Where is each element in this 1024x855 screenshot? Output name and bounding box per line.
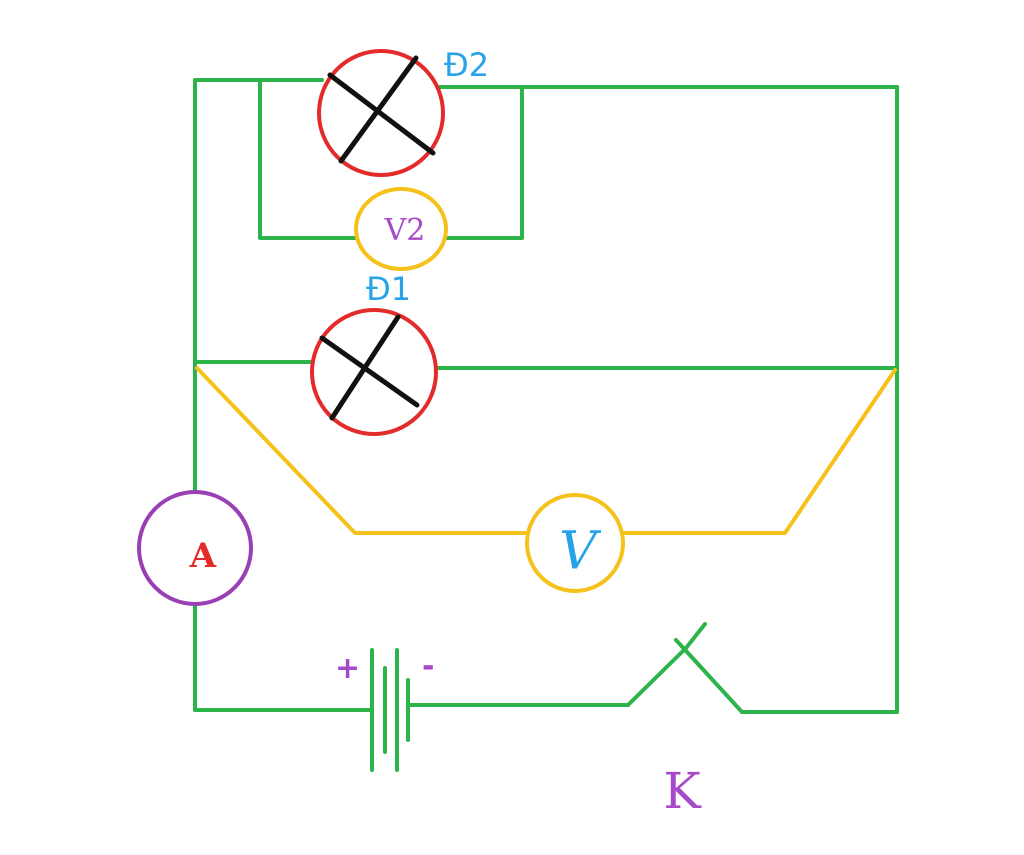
- wire-v-right: [620, 368, 897, 535]
- battery-plus-sign: +: [335, 651, 360, 686]
- switch-arm-left: [626, 646, 688, 707]
- lamp-d1-cross-a: [319, 335, 420, 408]
- voltmeter-v2: V2: [354, 187, 448, 271]
- voltmeter-v2-ring: [354, 187, 448, 271]
- voltmeter-v-ring: [525, 493, 625, 593]
- lamp-d1-cross-b: [329, 314, 401, 421]
- ammeter-a: A: [137, 490, 253, 606]
- switch-k: K: [626, 622, 744, 820]
- lamp-d2-cross-b: [338, 55, 419, 164]
- voltmeter-v2-label: V2: [384, 213, 426, 248]
- ammeter-a-ring: [137, 490, 253, 606]
- battery-minus-sign: -: [422, 649, 434, 684]
- voltmeter-v-wires: [195, 366, 897, 535]
- wire-v-left: [195, 366, 530, 535]
- wire-v2-left: [258, 78, 359, 240]
- ammeter-a-label: A: [189, 536, 217, 576]
- lamp-d1-label: Đ1: [366, 270, 411, 308]
- switch-arm-right: [674, 638, 744, 714]
- switch-k-label: K: [663, 762, 702, 820]
- switch-tip: [684, 622, 707, 650]
- voltmeter-v: V: [525, 493, 625, 593]
- lamp-d2-cross-a: [327, 72, 436, 156]
- lamp-d2: Đ2: [317, 46, 489, 177]
- main-wires: [193, 78, 899, 714]
- battery: + -: [335, 648, 434, 772]
- voltmeter-v-label: V: [559, 522, 601, 582]
- lamp-d2-label: Đ2: [444, 46, 489, 84]
- lamp-d1: Đ1: [310, 270, 438, 436]
- wire-v2-right: [441, 85, 524, 240]
